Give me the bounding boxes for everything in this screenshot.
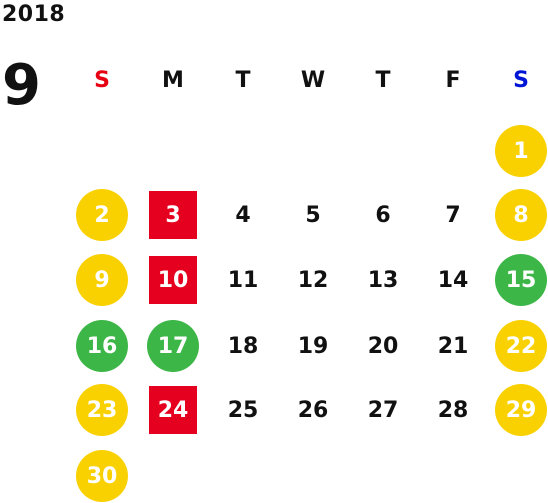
day-cell-18[interactable]: 18 (227, 333, 259, 359)
weekday-sun: S (94, 68, 110, 93)
day-cell-26[interactable]: 26 (297, 397, 329, 423)
day-cell-3[interactable]: 3 (149, 191, 197, 239)
day-cell-12[interactable]: 12 (297, 267, 329, 293)
day-cell-25[interactable]: 25 (227, 397, 259, 423)
day-cell-16[interactable]: 16 (76, 320, 128, 372)
day-cell-2[interactable]: 2 (76, 189, 128, 241)
weekday-thu: T (375, 68, 391, 93)
day-cell-29[interactable]: 29 (495, 384, 547, 436)
day-cell-24[interactable]: 24 (149, 386, 197, 434)
day-cell-8[interactable]: 8 (495, 189, 547, 241)
weekday-tue: T (235, 68, 251, 93)
year-label: 2018 (2, 2, 66, 27)
day-cell-27[interactable]: 27 (367, 397, 399, 423)
day-cell-13[interactable]: 13 (367, 267, 399, 293)
weekday-mon: M (162, 68, 184, 93)
day-cell-1[interactable]: 1 (495, 125, 547, 177)
day-cell-5[interactable]: 5 (305, 202, 321, 228)
day-cell-6[interactable]: 6 (375, 202, 391, 228)
day-cell-20[interactable]: 20 (367, 333, 399, 359)
day-cell-15[interactable]: 15 (495, 254, 547, 306)
weekday-fri: F (445, 68, 461, 93)
day-cell-19[interactable]: 19 (297, 333, 329, 359)
day-cell-28[interactable]: 28 (437, 397, 469, 423)
day-cell-30[interactable]: 30 (76, 450, 128, 502)
day-cell-21[interactable]: 21 (437, 333, 469, 359)
day-cell-14[interactable]: 14 (437, 267, 469, 293)
day-cell-7[interactable]: 7 (445, 202, 461, 228)
month-number: 9 (2, 53, 41, 118)
day-cell-9[interactable]: 9 (76, 254, 128, 306)
weekday-wed: W (300, 68, 326, 93)
day-cell-11[interactable]: 11 (227, 267, 259, 293)
day-cell-4[interactable]: 4 (235, 202, 251, 228)
day-cell-22[interactable]: 22 (495, 320, 547, 372)
day-cell-10[interactable]: 10 (149, 256, 197, 304)
day-cell-17[interactable]: 17 (147, 320, 199, 372)
weekday-sat: S (513, 68, 529, 93)
day-cell-23[interactable]: 23 (76, 384, 128, 436)
